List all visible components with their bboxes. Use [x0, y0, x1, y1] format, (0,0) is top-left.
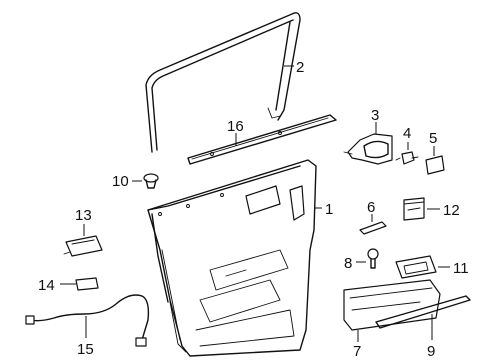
courtesy-lamp-part [69, 277, 99, 291]
callout-4: 4 [403, 125, 411, 142]
callout-13: 13 [75, 207, 92, 224]
callout-11: 11 [453, 260, 469, 277]
callout-6: 6 [367, 199, 375, 216]
armrest-screw-part [367, 248, 379, 269]
callout-8: 8 [344, 255, 352, 272]
callout-15: 15 [77, 341, 94, 358]
callout-5: 5 [429, 130, 437, 147]
callout-9: 9 [427, 343, 435, 360]
callout-2: 2 [296, 59, 304, 76]
callout-1: 1 [325, 201, 333, 218]
screw-part [395, 151, 419, 165]
bezel-cap-part [425, 155, 445, 175]
callout-16: 16 [227, 118, 244, 135]
callout-10: 10 [112, 173, 129, 190]
push-pin-part [143, 173, 159, 189]
trim-insert-part [359, 221, 387, 235]
sensor-module-part [63, 235, 103, 257]
callout-3: 3 [371, 107, 379, 124]
armrest-part [343, 279, 441, 331]
trim-strip-part [375, 295, 471, 329]
retainer-clip-part [403, 197, 425, 221]
inside-handle-part [343, 133, 393, 165]
switch-bezel-part [395, 255, 437, 279]
belt-molding-part [187, 114, 337, 165]
callout-12: 12 [443, 202, 460, 219]
door-weatherstrip-part [145, 12, 301, 153]
callout-7: 7 [353, 343, 361, 360]
door-trim-panel-part [147, 159, 317, 357]
callout-14: 14 [38, 277, 55, 294]
wiring-harness-part [25, 294, 150, 347]
